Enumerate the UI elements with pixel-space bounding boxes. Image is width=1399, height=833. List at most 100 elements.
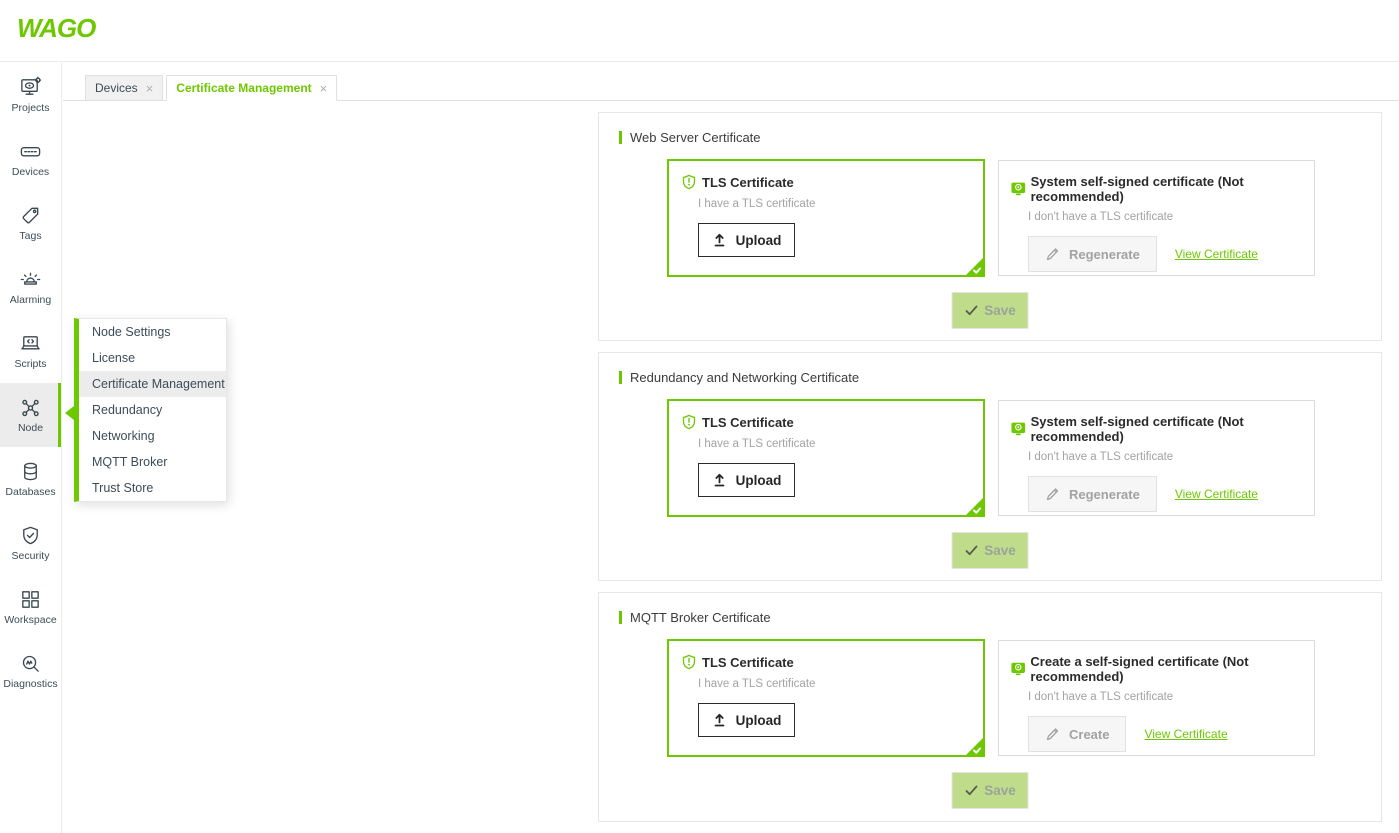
flyout-item-networking[interactable]: Networking [92, 429, 155, 443]
save-button[interactable]: Save [951, 292, 1029, 329]
flyout-item-license[interactable]: License [92, 351, 136, 365]
certificate-seal-icon [1011, 422, 1026, 436]
title-accent-bar [619, 371, 622, 384]
sidebar-label: Databases [5, 486, 56, 498]
tls-certificate-option[interactable]: TLS Certificate I have a TLS certificate… [667, 399, 985, 517]
sidebar-label: Tags [19, 230, 42, 242]
card-redundancy-networking-certificate: Redundancy and Networking Certificate TL… [598, 352, 1382, 581]
flyout-item-redundancy[interactable]: Redundancy [92, 403, 163, 417]
check-icon [965, 545, 978, 556]
option-title: TLS Certificate [702, 655, 794, 670]
tag-icon [22, 207, 39, 224]
selected-corner-check [965, 497, 984, 516]
upload-icon [714, 233, 725, 247]
tab-devices[interactable]: Devices × [85, 75, 164, 101]
upload-button[interactable]: Upload [698, 703, 795, 737]
flyout-item-trust-store[interactable]: Trust Store [92, 481, 154, 495]
scripts-laptop-icon [21, 336, 40, 350]
flyout-item-mqtt-broker[interactable]: MQTT Broker [92, 455, 168, 469]
sidebar-item-databases[interactable]: Databases [0, 447, 61, 511]
shield-alert-icon [682, 414, 696, 430]
sidebar-item-tags[interactable]: Tags [0, 191, 61, 255]
certificate-seal-icon [1011, 662, 1025, 676]
upload-icon [714, 713, 725, 727]
sidebar-item-diagnostics[interactable]: Diagnostics [0, 639, 61, 703]
self-signed-option[interactable]: System self-signed certificate (Not reco… [998, 160, 1315, 276]
option-subtitle: I have a TLS certificate [698, 198, 816, 210]
tab-certificate-management[interactable]: Certificate Management × [166, 75, 338, 101]
database-icon [24, 462, 37, 481]
sidebar-item-workspace[interactable]: Workspace [0, 575, 61, 639]
upload-button[interactable]: Upload [698, 463, 795, 497]
sidebar-item-devices[interactable]: Devices [0, 127, 61, 191]
card-header: MQTT Broker Certificate [599, 593, 1381, 625]
title-accent-bar [619, 131, 622, 144]
view-certificate-link[interactable]: View Certificate [1144, 727, 1228, 741]
sidebar-label: Projects [11, 102, 50, 114]
shield-icon [23, 526, 38, 545]
close-icon[interactable]: × [319, 80, 328, 96]
option-subtitle: I don't have a TLS certificate [1028, 211, 1174, 223]
regenerate-button[interactable]: Regenerate [1028, 476, 1157, 512]
card-web-server-certificate: Web Server Certificate TLS Certificate I… [598, 112, 1382, 341]
pencil-icon [1046, 487, 1059, 500]
devices-icon [20, 146, 41, 157]
sidebar-label: Alarming [9, 294, 52, 306]
flyout-arrow [65, 406, 74, 420]
sidebar-label: Security [11, 550, 50, 562]
sidebar-label: Diagnostics [3, 678, 58, 690]
regenerate-button[interactable]: Regenerate [1028, 236, 1157, 272]
tls-certificate-option[interactable]: TLS Certificate I have a TLS certificate… [667, 159, 985, 277]
create-button[interactable]: Create [1028, 716, 1127, 752]
view-certificate-link[interactable]: View Certificate [1174, 487, 1258, 501]
tab-bar: Devices × Certificate Management × [63, 62, 1399, 101]
upload-button[interactable]: Upload [698, 223, 795, 257]
pencil-icon [1046, 247, 1059, 260]
card-title: Web Server Certificate [630, 130, 761, 145]
save-button[interactable]: Save [951, 532, 1029, 569]
option-subtitle: I have a TLS certificate [698, 678, 816, 690]
workspace-grid-icon [22, 591, 39, 608]
shield-alert-icon [682, 654, 696, 670]
card-mqtt-broker-certificate: MQTT Broker Certificate TLS Certificate … [598, 592, 1382, 822]
sidebar-item-projects[interactable]: Projects [0, 63, 61, 127]
upload-icon [714, 473, 725, 487]
sidebar-item-node[interactable]: Node [0, 383, 61, 447]
flyout-item-certificate-management[interactable]: Certificate Management [79, 371, 226, 397]
self-signed-option[interactable]: System self-signed certificate (Not reco… [998, 400, 1315, 516]
node-network-icon [22, 399, 39, 417]
shield-alert-icon [682, 174, 696, 190]
sidebar-item-security[interactable]: Security [0, 511, 61, 575]
sidebar-label: Scripts [14, 358, 47, 370]
card-title: MQTT Broker Certificate [630, 610, 771, 625]
sidebar-label: Workspace [4, 614, 57, 626]
sidebar-item-alarming[interactable]: Alarming [0, 255, 61, 319]
card-header: Redundancy and Networking Certificate [599, 353, 1381, 385]
flyout-item-node-settings[interactable]: Node Settings [92, 325, 171, 339]
alarm-icon [20, 272, 41, 285]
tab-label: Devices [95, 81, 138, 95]
option-title: System self-signed certificate (Not reco… [1030, 414, 1244, 444]
sidebar-label: Node [17, 422, 44, 434]
diagnostics-magnifier-icon [22, 655, 39, 672]
check-icon [965, 785, 978, 796]
option-title: TLS Certificate [702, 175, 794, 190]
selected-corner-check [965, 257, 984, 276]
self-signed-option[interactable]: Create a self-signed certificate (Not re… [998, 640, 1315, 756]
save-button[interactable]: Save [951, 772, 1029, 809]
option-title: Create a self-signed certificate (Not re… [1030, 654, 1249, 684]
tls-certificate-option[interactable]: TLS Certificate I have a TLS certificate… [667, 639, 985, 757]
sidebar-item-scripts[interactable]: Scripts [0, 319, 61, 383]
selected-corner-check [965, 737, 984, 756]
option-subtitle: I have a TLS certificate [698, 438, 816, 450]
option-title: TLS Certificate [702, 415, 794, 430]
node-flyout-menu: Node Settings License Certificate Manage… [65, 318, 227, 502]
option-subtitle: I don't have a TLS certificate [1028, 691, 1174, 703]
card-title: Redundancy and Networking Certificate [630, 370, 860, 385]
close-icon[interactable]: × [145, 80, 154, 96]
main-sidebar: Projects Devices Tags Alarming Scripts N… [0, 63, 62, 833]
check-icon [965, 305, 978, 316]
pencil-icon [1046, 727, 1059, 740]
view-certificate-link[interactable]: View Certificate [1174, 247, 1258, 261]
